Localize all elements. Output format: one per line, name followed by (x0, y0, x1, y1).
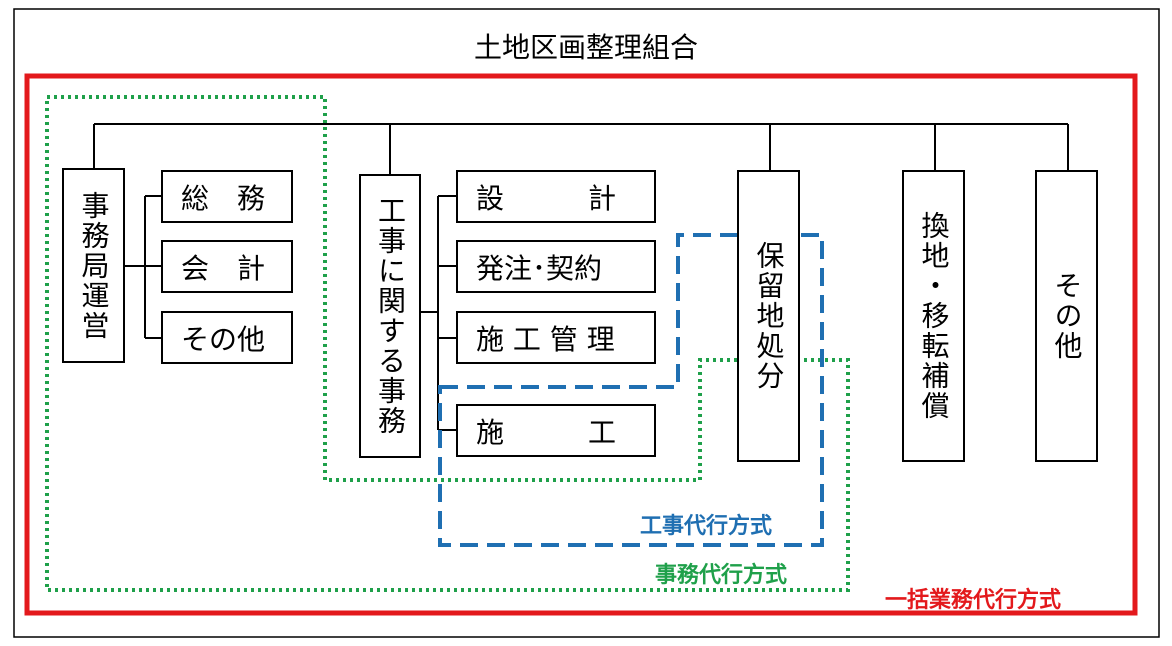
ikkatsu-label: 一括業務代行方式 (885, 588, 1062, 613)
dept-sonota-label: その他 (1050, 271, 1084, 361)
sub-sekkei-label: 設 計 (476, 181, 617, 215)
sub-somu-label: 総 務 (181, 181, 266, 215)
sub-sonota-box: その他 (161, 311, 293, 364)
sub-sekokanri-label: 施 工 管 理 (476, 322, 615, 356)
outer-frame (13, 8, 1160, 638)
sub-sonota-label: その他 (181, 322, 266, 356)
sub-seko-box: 施 工 (456, 404, 656, 457)
sub-sekkei-box: 設 計 (456, 170, 656, 223)
sub-seko-label: 施 工 (476, 415, 617, 449)
sub-kaikei-label: 会 計 (181, 251, 266, 285)
sub-kaikei-box: 会 計 (161, 240, 293, 293)
koji-daiko-enclosure (438, 233, 824, 547)
dept-horyuchi-box: 保留地処分 (737, 170, 800, 462)
koji-daiko-label: 工事代行方式 (640, 514, 773, 539)
jimu-daiko-enclosure (45, 95, 850, 592)
dept-sonota-box: その他 (1035, 170, 1098, 462)
connector-lines (93, 123, 1069, 431)
ikkatsu-frame (24, 73, 1138, 616)
jimu-daiko-label: 事務代行方式 (655, 563, 788, 588)
dept-kanchi-label: 換地・移転補償 (917, 211, 951, 421)
dept-jimukyoku-label: 事務局運営 (77, 190, 111, 341)
sub-sekokanri-box: 施 工 管 理 (456, 311, 656, 364)
page-title: 土地区画整理組合 (473, 31, 698, 64)
dept-kanchi-box: 換地・移転補償 (902, 170, 965, 462)
dept-koji-label: 工事に関する事務 (374, 196, 407, 436)
dept-koji-box: 工事に関する事務 (359, 174, 421, 458)
dept-horyuchi-label: 保留地処分 (752, 241, 786, 391)
dept-jimukyoku-box: 事務局運営 (62, 168, 125, 363)
sub-hachu-label: 発注･契約 (476, 251, 603, 285)
sub-hachu-box: 発注･契約 (456, 240, 656, 293)
sub-somu-box: 総 務 (161, 170, 293, 223)
